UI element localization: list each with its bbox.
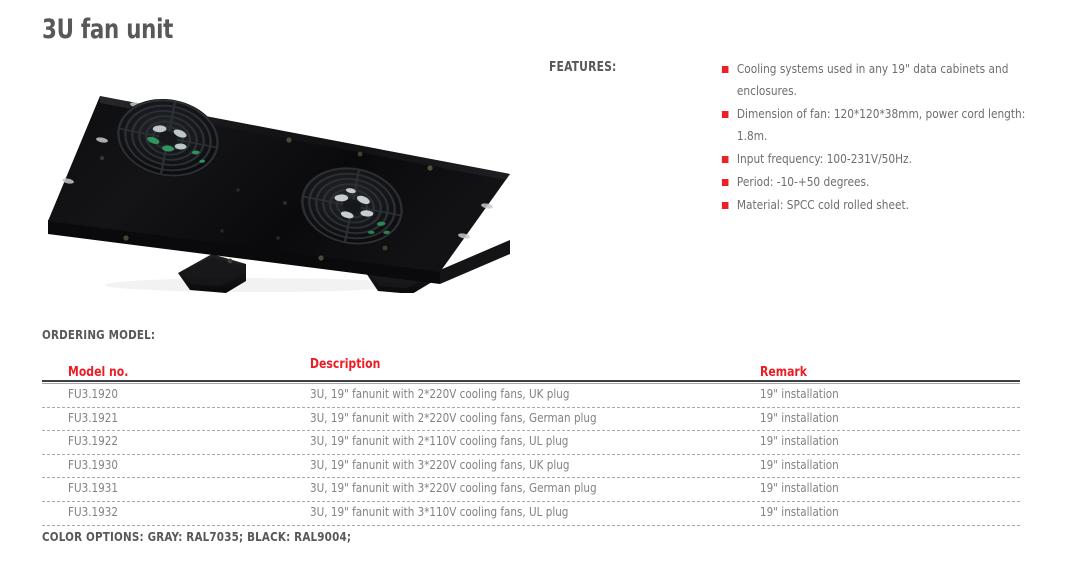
fan-unit-photo — [48, 96, 510, 293]
feature-item: Dimension of fan: 120*120*38mm, power co… — [720, 103, 1030, 147]
feature-text: Cooling systems used in any 19" data cab… — [736, 61, 1009, 98]
panel-face — [48, 96, 510, 272]
bullet-square-icon — [721, 202, 729, 209]
rack-bracket-left — [178, 254, 246, 293]
cell-description: 3U, 19" fanunit with 2*220V cooling fans… — [310, 410, 597, 425]
cell-model: FU3.1921 — [68, 410, 118, 425]
feature-text: Dimension of fan: 120*120*38mm, power co… — [736, 106, 1026, 143]
table-header-rule — [42, 380, 1020, 384]
cell-remark: 19" installation — [760, 387, 839, 401]
column-header-model: Model no. — [68, 365, 129, 380]
panel-right-edge — [440, 240, 510, 284]
panel-bottom-edge — [48, 220, 440, 284]
table-header-row: Model no. Description Remark — [42, 352, 1020, 380]
feature-item: Material: SPCC cold rolled sheet. — [720, 194, 1030, 216]
fan-grille-right — [300, 166, 404, 246]
cell-model: FU3.1922 — [68, 434, 118, 449]
features-label: FEATURES: — [549, 60, 617, 75]
table-row: FU3.1930 3U, 19" fanunit with 3*220V coo… — [42, 455, 1020, 479]
ordering-model-label: ORDERING MODEL: — [42, 327, 156, 342]
cell-remark: 19" installation — [760, 410, 839, 425]
cell-remark: 19" installation — [760, 457, 839, 472]
cell-remark: 19" installation — [760, 481, 839, 496]
cell-model: FU3.1920 — [68, 387, 118, 401]
cell-description: 3U, 19" fanunit with 2*110V cooling fans… — [310, 434, 569, 449]
cell-remark: 19" installation — [760, 434, 839, 449]
features-list: Cooling systems used in any 19" data cab… — [720, 58, 1050, 217]
column-header-description: Description — [310, 357, 381, 372]
cell-description: 3U, 19" fanunit with 3*220V cooling fans… — [310, 481, 597, 496]
table-row: FU3.1922 3U, 19" fanunit with 2*110V coo… — [42, 431, 1020, 455]
bullet-square-icon — [721, 66, 729, 73]
cell-description: 3U, 19" fanunit with 2*220V cooling fans… — [310, 387, 570, 401]
feature-text: Input frequency: 100-231V/50Hz. — [736, 151, 912, 166]
bullet-square-icon — [721, 111, 729, 118]
cell-model: FU3.1931 — [68, 481, 118, 496]
table-row: FU3.1920 3U, 19" fanunit with 2*220V coo… — [42, 384, 1020, 408]
page-title: 3U fan unit — [42, 14, 174, 45]
bullet-square-icon — [721, 156, 729, 163]
bullet-square-icon — [721, 179, 729, 186]
table-row: FU3.1931 3U, 19" fanunit with 3*220V coo… — [42, 478, 1020, 502]
fan-grille-left — [116, 98, 220, 178]
color-options-note: COLOR OPTIONS: GRAY: RAL7035; BLACK: RAL… — [42, 529, 352, 544]
feature-text: Period: -10-+50 degrees. — [736, 174, 870, 189]
fan-blade-highlights — [152, 125, 187, 150]
drop-shadow — [105, 278, 405, 292]
feature-text: Material: SPCC cold rolled sheet. — [736, 197, 910, 212]
cell-description: 3U, 19" fanunit with 3*220V cooling fans… — [310, 457, 570, 472]
cell-description: 3U, 19" fanunit with 3*110V cooling fans… — [310, 504, 569, 519]
cell-model: FU3.1932 — [68, 504, 118, 519]
cell-remark: 19" installation — [760, 504, 839, 519]
feature-item: Input frequency: 100-231V/50Hz. — [720, 148, 1030, 170]
table-row: FU3.1921 3U, 19" fanunit with 2*220V coo… — [42, 408, 1020, 432]
feature-item: Period: -10-+50 degrees. — [720, 171, 1030, 193]
column-header-remark: Remark — [760, 365, 808, 380]
ordering-model-table: Model no. Description Remark FU3.1920 3U… — [42, 352, 1020, 526]
product-image — [40, 78, 515, 293]
cell-model: FU3.1930 — [68, 457, 118, 472]
table-row: FU3.1932 3U, 19" fanunit with 3*110V coo… — [42, 502, 1020, 526]
feature-item: Cooling systems used in any 19" data cab… — [720, 58, 1030, 102]
